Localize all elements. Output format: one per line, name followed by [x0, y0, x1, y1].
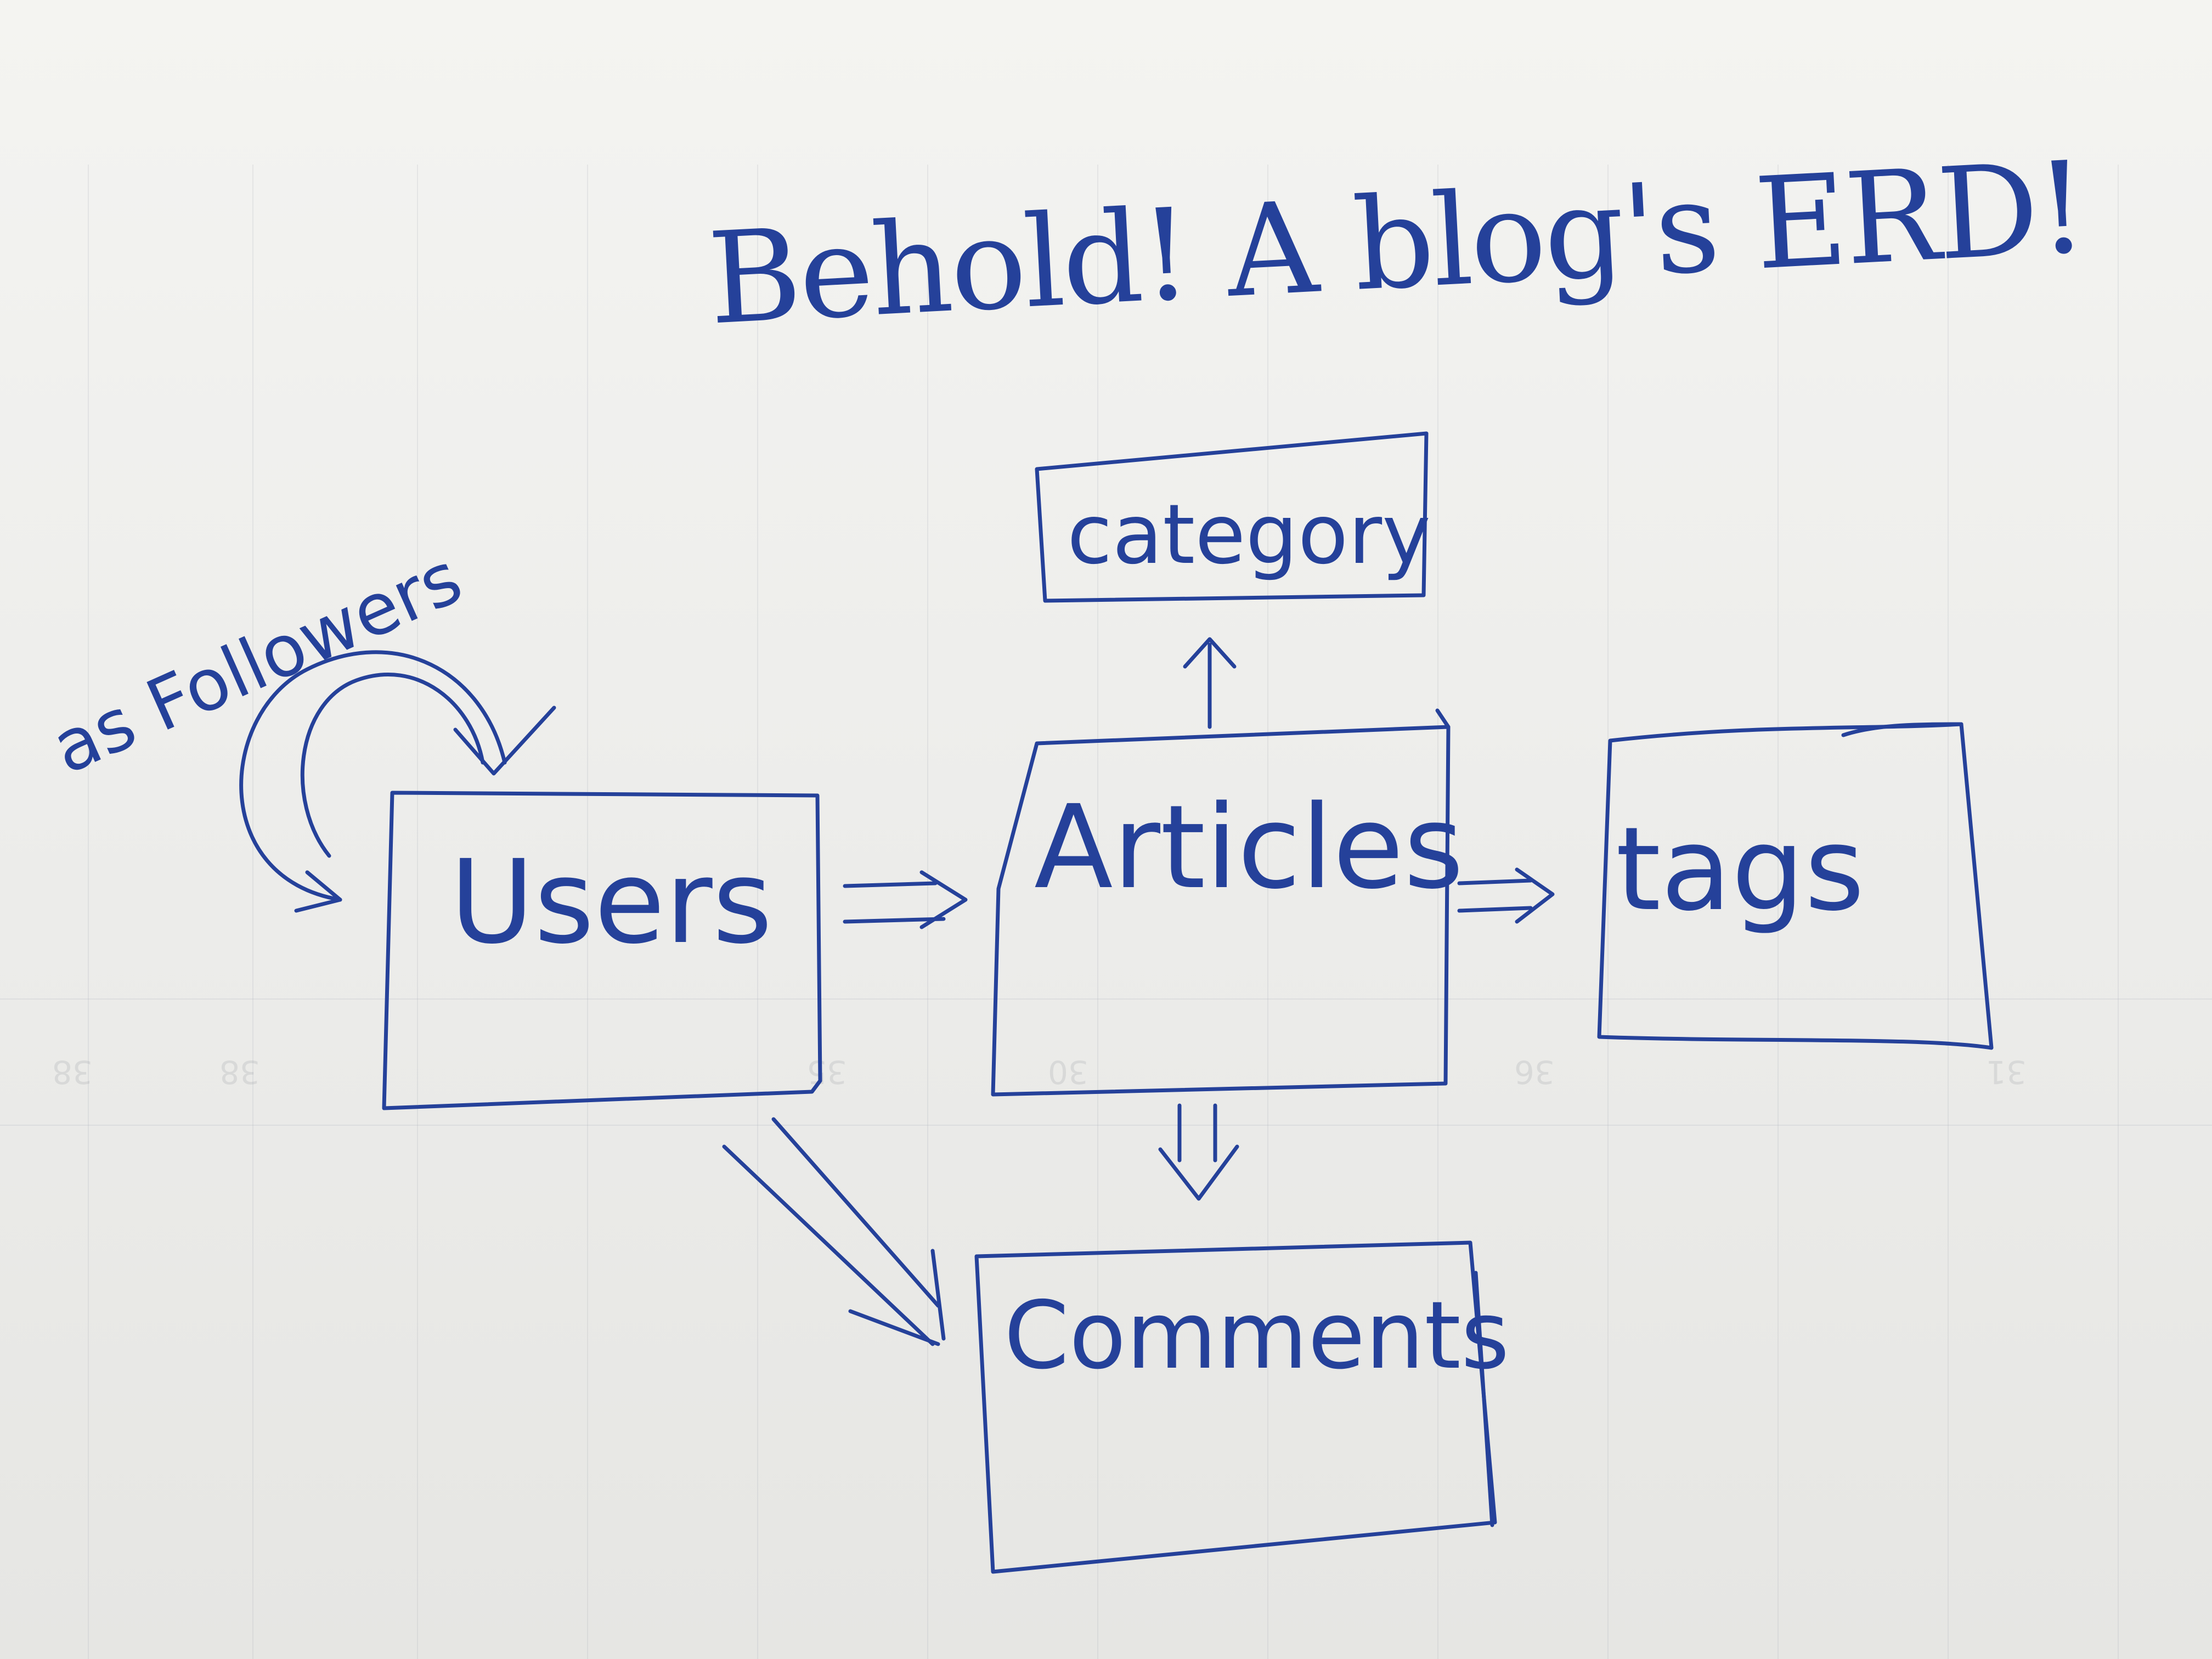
- grid-line: [417, 165, 418, 1659]
- tags-box-curl: [1841, 722, 1963, 737]
- grid-line: [1778, 165, 1779, 1659]
- comments-box: [974, 1240, 1497, 1574]
- entity-tags-label: tags: [1616, 802, 1865, 936]
- grid-line: [927, 165, 928, 1659]
- comments-box-flap: [1474, 1271, 1494, 1527]
- tags-box: [1597, 722, 1994, 1050]
- grid-line: [1267, 165, 1268, 1659]
- articles-box-edge: [1435, 708, 1451, 729]
- followers-loop-tail: [294, 870, 342, 913]
- grid-line: [757, 165, 758, 1659]
- articles-category-arrow: [1183, 637, 1237, 729]
- grid-line: [0, 998, 2212, 1000]
- articles-tags-arrow: [1457, 867, 1555, 924]
- entity-users-label: Users: [450, 835, 773, 969]
- grid-line: [252, 165, 253, 1659]
- grid-line: [0, 1125, 2212, 1126]
- category-box: [1035, 431, 1429, 603]
- entity-category-label: category: [1067, 487, 1431, 583]
- entity-comments-label: Comments: [1004, 1282, 1510, 1390]
- grid-line: [2118, 165, 2119, 1659]
- grid-line: [88, 165, 89, 1659]
- grid-line: [1097, 165, 1098, 1659]
- grid-line: [1607, 165, 1609, 1659]
- grid-line: [587, 165, 588, 1659]
- grid-line: [1437, 165, 1438, 1659]
- entity-articles-label: Articles: [1034, 780, 1464, 915]
- followers-arrowhead: [453, 706, 556, 776]
- users-box: [382, 791, 822, 1110]
- grid-line: [1948, 165, 1949, 1659]
- users-articles-arrow: [843, 870, 968, 929]
- articles-comments-arrow: [1158, 1103, 1239, 1201]
- followers-loop-inner: [300, 673, 485, 858]
- articles-box: [991, 725, 1451, 1097]
- followers-loop-outer: [239, 650, 507, 902]
- users-comments-arrow: [722, 1117, 946, 1346]
